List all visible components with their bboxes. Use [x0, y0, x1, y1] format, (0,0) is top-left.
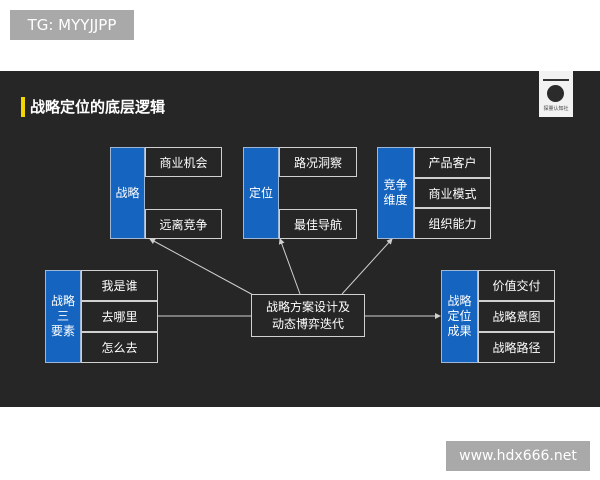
competition-item-2: 商业模式	[414, 178, 491, 208]
competition-label-line-2: 维度	[383, 193, 408, 207]
arrow-to-strategy	[149, 238, 256, 297]
competition-label-line-1: 竞争	[383, 178, 408, 192]
competition-item-3: 组织能力	[414, 208, 491, 239]
competition-item-1: 产品客户	[414, 147, 491, 178]
center-box: 战略方案设计及 动态博弈迭代	[251, 294, 365, 337]
results-label-line-3: 成果	[447, 324, 472, 338]
logo-circle-icon	[547, 85, 564, 102]
three-elements-item-2: 去哪里	[81, 301, 158, 332]
strategy-label: 战略	[110, 147, 145, 239]
positioning-label: 定位	[243, 147, 279, 239]
positioning-item-1: 路况洞察	[279, 147, 357, 177]
three-elements-label-line-2: 三	[56, 309, 69, 323]
watermark-bottom: www.hdx666.net	[446, 441, 590, 471]
arrow-to-positioning	[278, 238, 301, 295]
watermark-top: TG: MYYJJPP	[10, 10, 134, 40]
results-label-line-1: 战略	[447, 294, 472, 308]
arrow-to-competition	[341, 238, 393, 295]
three-elements-label-line-3: 要素	[50, 324, 75, 338]
slide-title: 战略定位的底层逻辑	[30, 98, 166, 116]
center-line-1: 战略方案设计及	[265, 299, 350, 314]
logo-chevron-icon	[543, 71, 569, 81]
three-elements-label-line-1: 战略	[50, 294, 75, 308]
results-label: 战略 定位 成果	[441, 270, 478, 363]
results-item-1: 价值交付	[478, 270, 555, 301]
competition-label: 竞争 维度	[377, 147, 414, 239]
three-elements-label: 战略 三 要素	[45, 270, 81, 363]
results-label-line-2: 定位	[447, 309, 472, 323]
three-elements-item-3: 怎么去	[81, 332, 158, 363]
three-elements-item-1: 我是谁	[81, 270, 158, 301]
results-item-3: 战略路径	[478, 332, 555, 363]
logo: 探量认知社	[539, 71, 573, 117]
positioning-item-3: 最佳导航	[279, 209, 357, 239]
strategy-item-1: 商业机会	[145, 147, 222, 177]
center-line-2: 动态博弈迭代	[271, 316, 344, 331]
results-item-2: 战略意图	[478, 301, 555, 332]
logo-text: 探量认知社	[543, 106, 569, 112]
title-accent-bar	[21, 97, 25, 117]
strategy-item-3: 远离竞争	[145, 209, 222, 239]
